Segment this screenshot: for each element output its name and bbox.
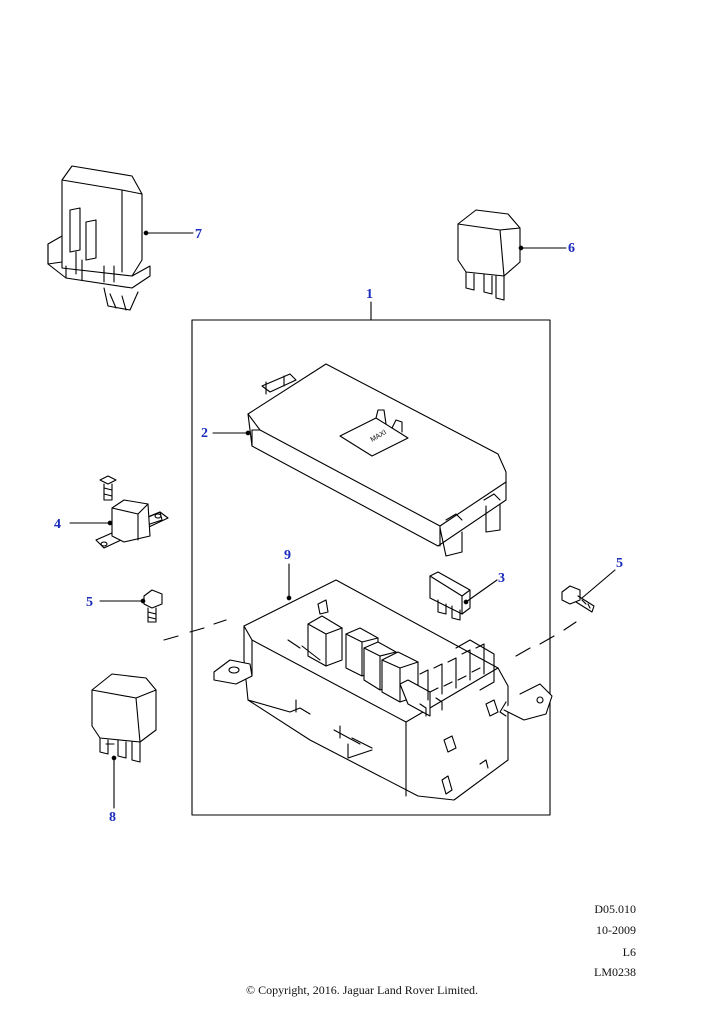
callout-3[interactable]: 3 <box>498 571 505 586</box>
fuse-box-base-9 <box>214 580 552 800</box>
diagram-ref: LM0238 <box>594 965 636 979</box>
callout-5-right[interactable]: 5 <box>616 556 623 571</box>
copyright-notice: © Copyright, 2016. Jaguar Land Rover Lim… <box>245 983 479 997</box>
callout-9[interactable]: 9 <box>284 548 291 563</box>
diagram-date: 10-2009 <box>596 923 636 937</box>
relay-small-8 <box>92 674 156 762</box>
leader-3 <box>466 580 497 602</box>
callout-1[interactable]: 1 <box>366 287 373 302</box>
bolt-5-right <box>562 586 594 612</box>
fuse-box-cover-2: MAXI <box>248 364 506 556</box>
diagram-variant: L6 <box>622 945 636 959</box>
fuse-3 <box>430 572 470 620</box>
callout-8[interactable]: 8 <box>109 810 116 825</box>
callout-2[interactable]: 2 <box>201 426 208 441</box>
callout-6[interactable]: 6 <box>568 241 575 256</box>
callout-4[interactable]: 4 <box>54 517 61 532</box>
bolt-5-left <box>144 590 162 622</box>
callout-7[interactable]: 7 <box>195 227 202 242</box>
relay-small-6 <box>458 210 520 300</box>
dash-line-left <box>164 620 226 640</box>
diagram-code: D05.010 <box>594 902 636 916</box>
diode-module-4 <box>96 476 168 548</box>
leader-5-right <box>582 570 615 598</box>
callout-5-left[interactable]: 5 <box>86 595 93 610</box>
dash-line-right <box>516 622 576 656</box>
relay-large-7 <box>48 166 150 310</box>
